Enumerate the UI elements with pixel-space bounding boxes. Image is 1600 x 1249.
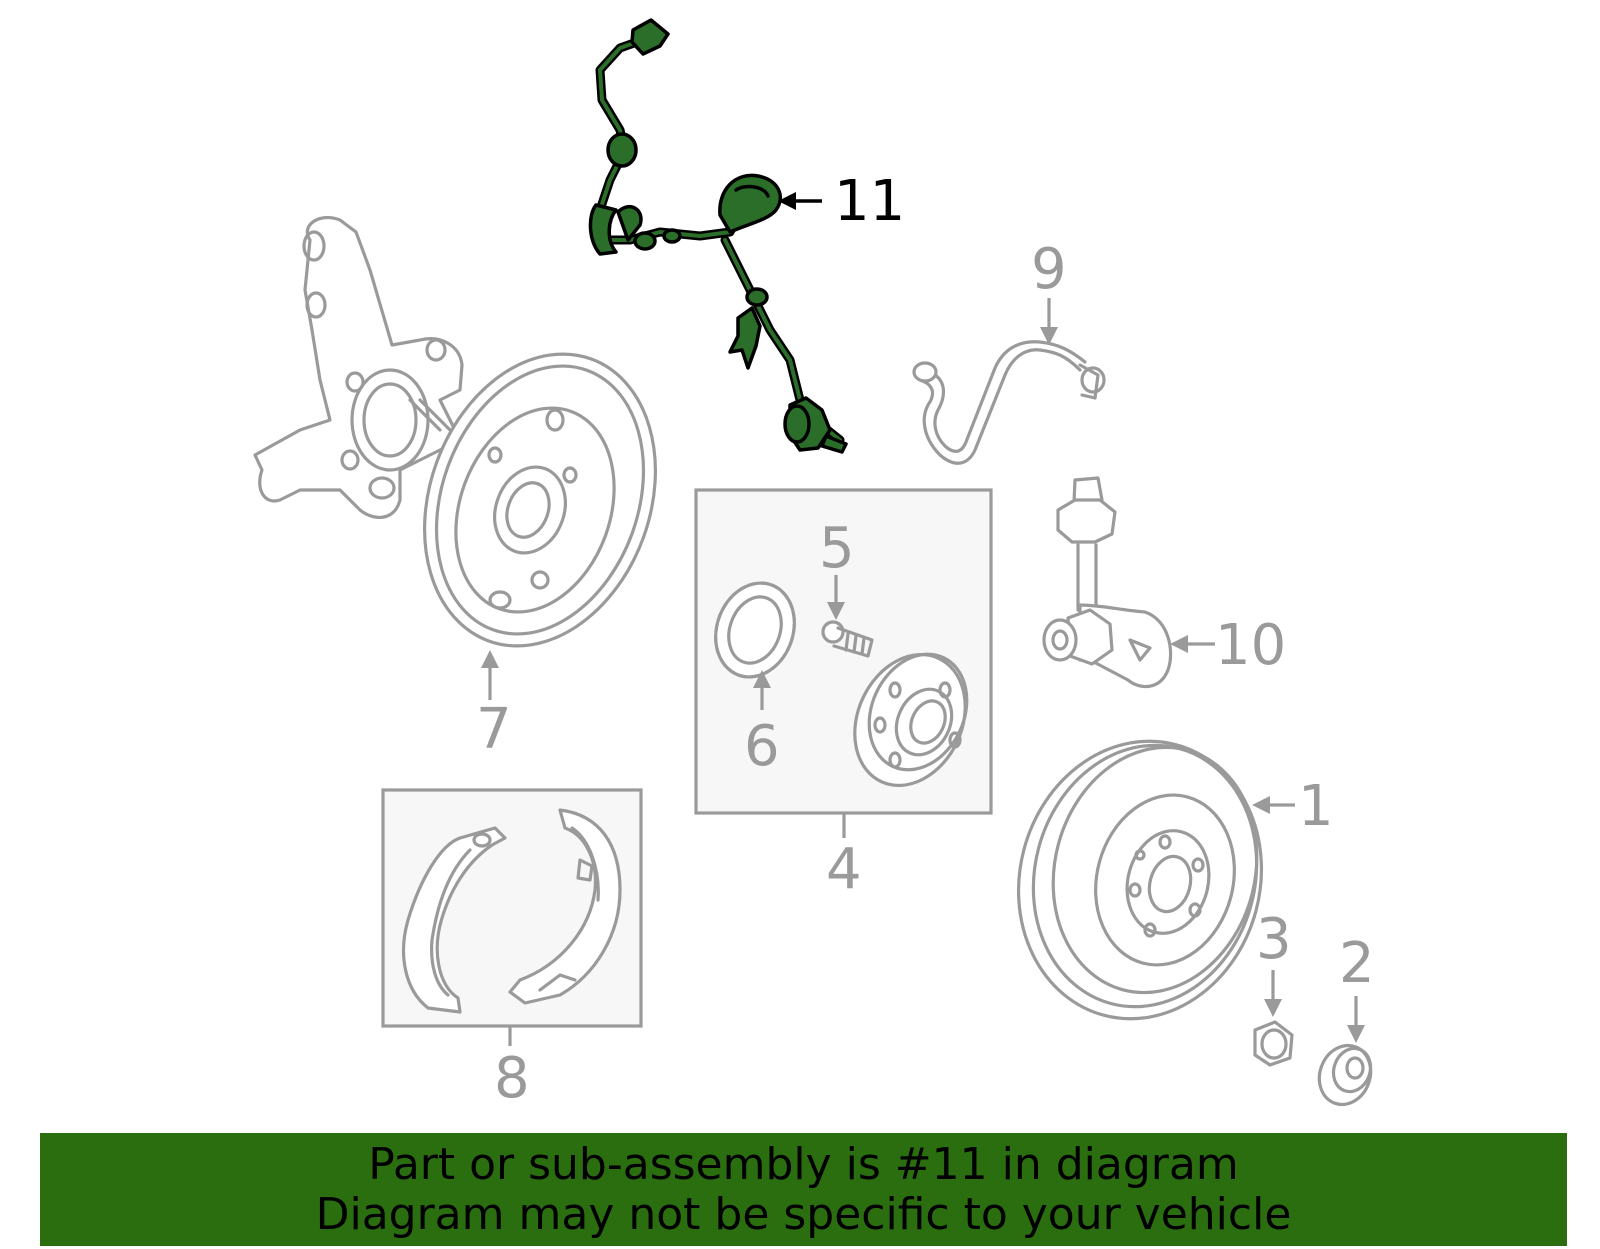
callout-2-label: 2 [1339, 931, 1375, 996]
callout-8: 8 [494, 1026, 530, 1111]
callout-11: 11 [778, 169, 905, 234]
callout-10-label: 10 [1215, 613, 1286, 678]
brake-drum-part-1 [1016, 739, 1264, 1021]
wheel-hub-drawing [853, 652, 969, 788]
callout-11-label: 11 [834, 169, 905, 234]
callout-5-label: 5 [819, 516, 855, 581]
callout-8-label: 8 [494, 1046, 530, 1111]
hub-nut-part-2 [1317, 1043, 1373, 1107]
lug-nut-part-3 [1253, 1020, 1294, 1067]
callout-7: 7 [476, 650, 512, 762]
brake-shoe-left [401, 826, 507, 1014]
callout-6-label: 6 [744, 714, 780, 779]
hub-kit-part-4 [694, 488, 993, 815]
brake-shoes-part-8 [381, 788, 643, 1028]
brake-hose-part-10 [1042, 476, 1173, 689]
callout-1: 1 [1252, 774, 1334, 839]
callout-1-label: 1 [1298, 774, 1334, 839]
brake-line-part-9 [912, 340, 1106, 465]
callout-9: 9 [1031, 237, 1067, 345]
callout-4: 4 [826, 813, 862, 902]
knuckle-drawing [253, 216, 464, 519]
callout-10: 10 [1170, 613, 1286, 678]
callout-7-label: 7 [476, 697, 512, 762]
brake-shoe-right [508, 808, 622, 1005]
callout-9-label: 9 [1031, 237, 1067, 302]
wheel-bolt-part-5 [821, 620, 874, 658]
info-banner: Part or sub-assembly is #11 in diagram D… [40, 1133, 1567, 1246]
callout-5: 5 [819, 516, 855, 620]
banner-line-part-number: Part or sub-assembly is #11 in diagram [368, 1138, 1239, 1190]
backing-plate-part-7 [423, 352, 657, 648]
tone-ring-part-6 [714, 581, 796, 679]
banner-line-disclaimer: Diagram may not be specific to your vehi… [315, 1188, 1292, 1240]
callout-3-label: 3 [1256, 907, 1292, 972]
callout-2: 2 [1339, 931, 1375, 1043]
callout-6: 6 [744, 670, 780, 779]
callout-3: 3 [1256, 907, 1292, 1017]
callout-4-label: 4 [826, 837, 862, 902]
abs-sensor-harness-part-11[interactable] [588, 18, 848, 454]
